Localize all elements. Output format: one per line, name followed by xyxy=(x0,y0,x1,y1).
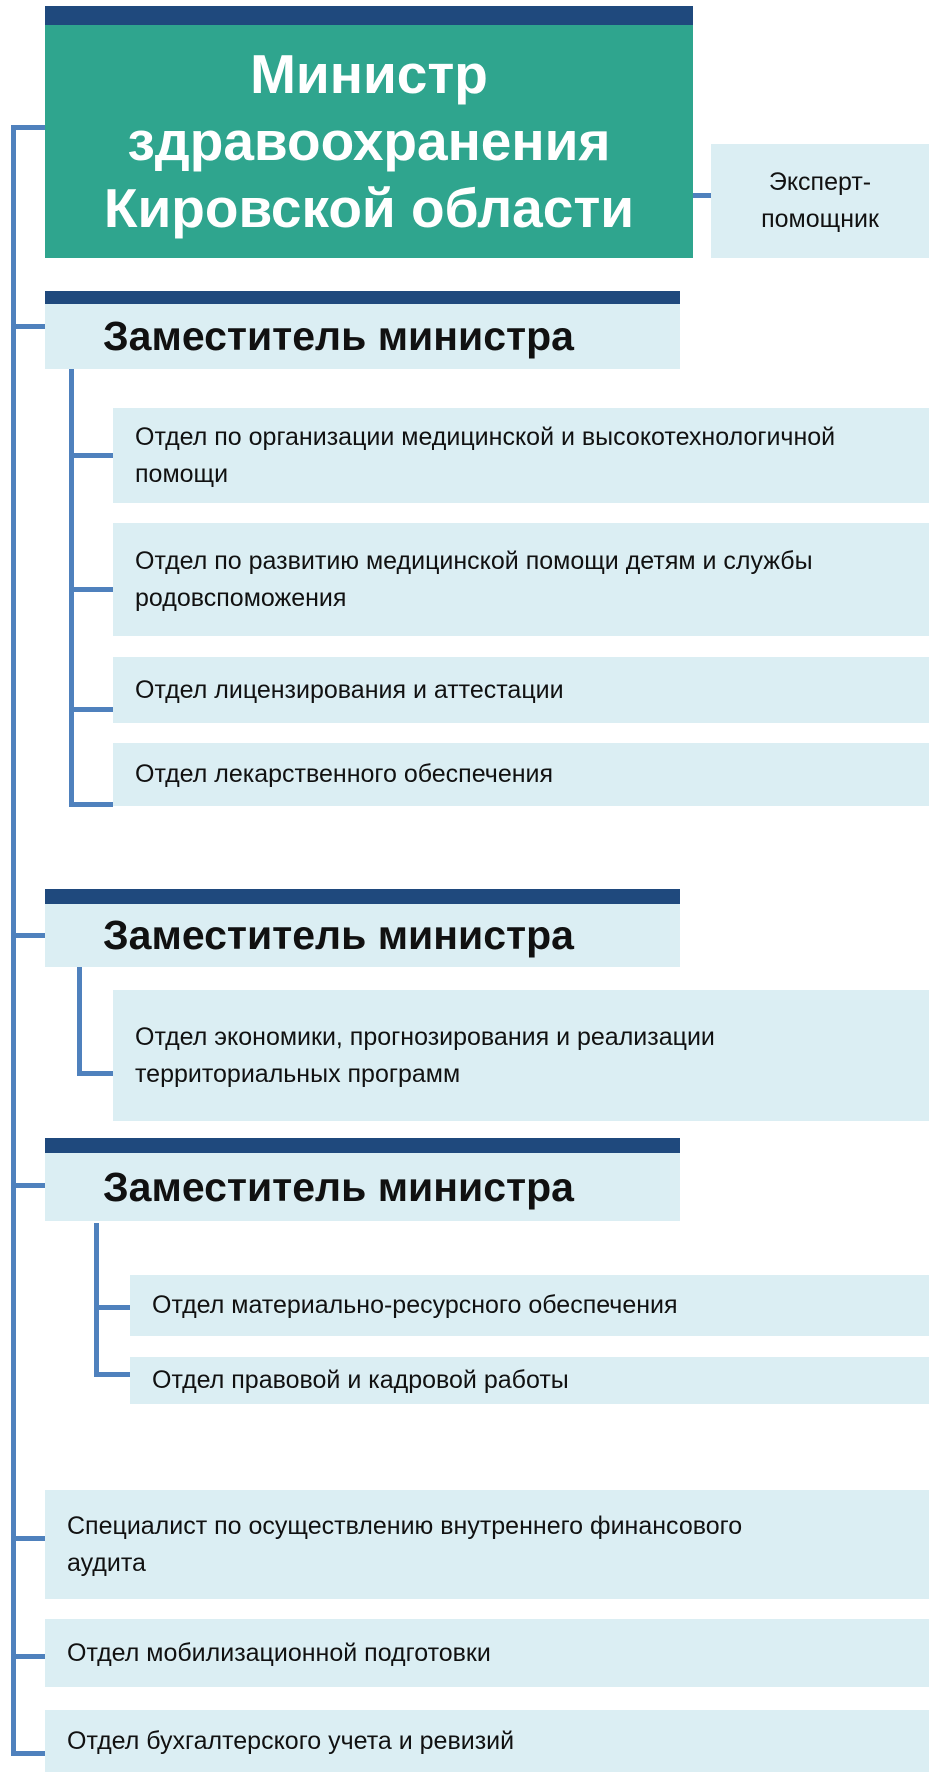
department-label: Отдел лекарственного обеспечения xyxy=(135,760,554,789)
expert-assistant-box: Эксперт-помощник xyxy=(711,144,929,258)
deputy-title: Заместитель министра xyxy=(103,912,574,958)
department-label: Отдел по организации медицинской и высок… xyxy=(135,423,836,488)
connector xyxy=(94,1305,130,1310)
connector xyxy=(69,587,113,592)
deputy-minister-3: Заместитель министра xyxy=(45,1153,680,1221)
connector xyxy=(94,1372,130,1377)
minister-header-bar xyxy=(45,6,693,25)
direct-unit-label: Специалист по осуществлению внутреннего … xyxy=(67,1512,743,1577)
deputy-title: Заместитель министра xyxy=(103,313,574,359)
deputy-title: Заместитель министра xyxy=(103,1163,574,1210)
deputy-minister-1: Заместитель министра xyxy=(45,304,680,369)
expert-assistant-label: Эксперт-помощник xyxy=(761,167,879,234)
department-label: Отдел экономики, прогнозирования и реали… xyxy=(135,1023,715,1088)
connector xyxy=(11,933,45,938)
department-box: Отдел по развитию медицинской помощи дет… xyxy=(113,523,929,636)
direct-unit-box: Специалист по осуществлению внутреннего … xyxy=(45,1490,929,1599)
connector xyxy=(11,1536,45,1541)
department-box: Отдел по организации медицинской и высок… xyxy=(113,408,929,503)
direct-unit-box: Отдел мобилизационной подготовки xyxy=(45,1619,929,1687)
deputy-header-bar xyxy=(45,1138,680,1153)
connector xyxy=(69,707,113,712)
department-label: Отдел по развитию медицинской помощи дет… xyxy=(135,547,813,612)
department-box: Отдел правовой и кадровой работы xyxy=(130,1357,929,1404)
direct-unit-label: Отдел мобилизационной подготовки xyxy=(67,1638,491,1667)
department-box: Отдел экономики, прогнозирования и реали… xyxy=(113,990,929,1121)
department-label: Отдел материально-ресурсного обеспечения xyxy=(152,1291,678,1320)
sub-connector-line xyxy=(94,1223,99,1376)
department-box: Отдел лицензирования и аттестации xyxy=(113,657,929,723)
department-label: Отдел лицензирования и аттестации xyxy=(135,675,564,704)
connector xyxy=(77,1071,113,1076)
connector xyxy=(69,453,113,458)
connector xyxy=(693,193,711,198)
main-connector-line xyxy=(11,126,16,1756)
minister-box: Министр здравоохранения Кировской област… xyxy=(45,25,693,258)
connector xyxy=(11,1654,45,1659)
minister-title: Министр здравоохранения Кировской област… xyxy=(103,42,635,240)
connector xyxy=(11,1183,45,1188)
department-box: Отдел лекарственного обеспечения xyxy=(113,743,929,806)
direct-unit-label: Отдел бухгалтерского учета и ревизий xyxy=(67,1726,515,1755)
department-label: Отдел правовой и кадровой работы xyxy=(152,1366,569,1395)
sub-connector-line xyxy=(77,967,82,1075)
connector xyxy=(11,125,45,130)
connector xyxy=(11,1751,45,1756)
connector xyxy=(11,324,45,329)
connector xyxy=(69,802,113,807)
deputy-header-bar xyxy=(45,291,680,304)
department-box: Отдел материально-ресурсного обеспечения xyxy=(130,1275,929,1336)
deputy-header-bar xyxy=(45,889,680,904)
deputy-minister-2: Заместитель министра xyxy=(45,904,680,967)
direct-unit-box: Отдел бухгалтерского учета и ревизий xyxy=(45,1710,929,1772)
